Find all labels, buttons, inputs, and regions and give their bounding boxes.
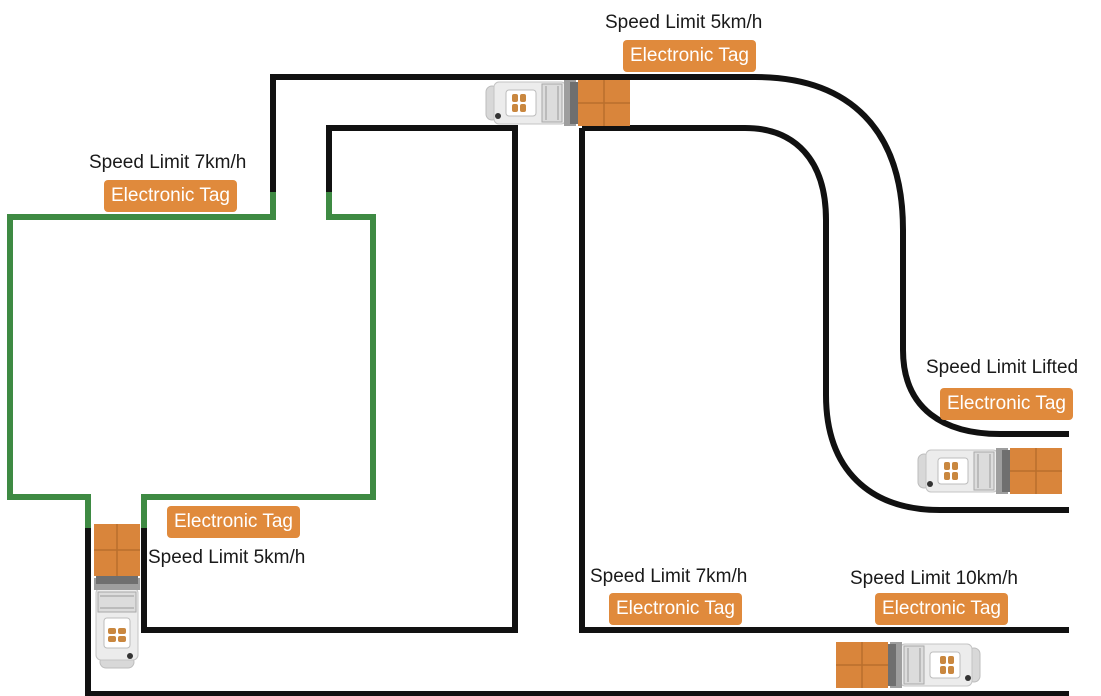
electronic-tag-right: Electronic Tag [940, 388, 1073, 420]
forklift-agv-icon [835, 641, 981, 689]
aisle-lines [85, 74, 1069, 696]
aisle-line-bottom [85, 497, 1069, 696]
aisle-line-right-loop [582, 125, 1069, 513]
speed-limit-label-bottom-middle: Speed Limit 7km/h [590, 566, 748, 587]
aisle-line-right-bottom [579, 128, 1069, 633]
aisle-line-inner-box [141, 125, 518, 633]
forklift-agv-icon [917, 447, 1063, 495]
electronic-tag-bottom-middle: Electronic Tag [609, 593, 742, 625]
green-zone-boundary [7, 192, 376, 528]
forklift-agv-icon [93, 523, 141, 669]
electronic-tag-bottom-right: Electronic Tag [875, 593, 1008, 625]
speed-limit-label-bottom-right: Speed Limit 10km/h [850, 568, 1018, 589]
speed-limit-label-top: Speed Limit 5km/h [605, 12, 763, 33]
speed-limit-label-upper-left: Speed Limit 7km/h [89, 152, 247, 173]
speed-limit-label-right: Speed Limit Lifted [926, 357, 1079, 378]
electronic-tag-upper-left: Electronic Tag [104, 180, 237, 212]
aisle-line-outer-top [270, 74, 1069, 437]
forklift-agv-icon [485, 79, 631, 127]
electronic-tag-top: Electronic Tag [623, 40, 756, 72]
electronic-tag-lower-left: Electronic Tag [167, 506, 300, 538]
speed-limit-label-lower-left: Speed Limit 5km/h [148, 547, 306, 568]
